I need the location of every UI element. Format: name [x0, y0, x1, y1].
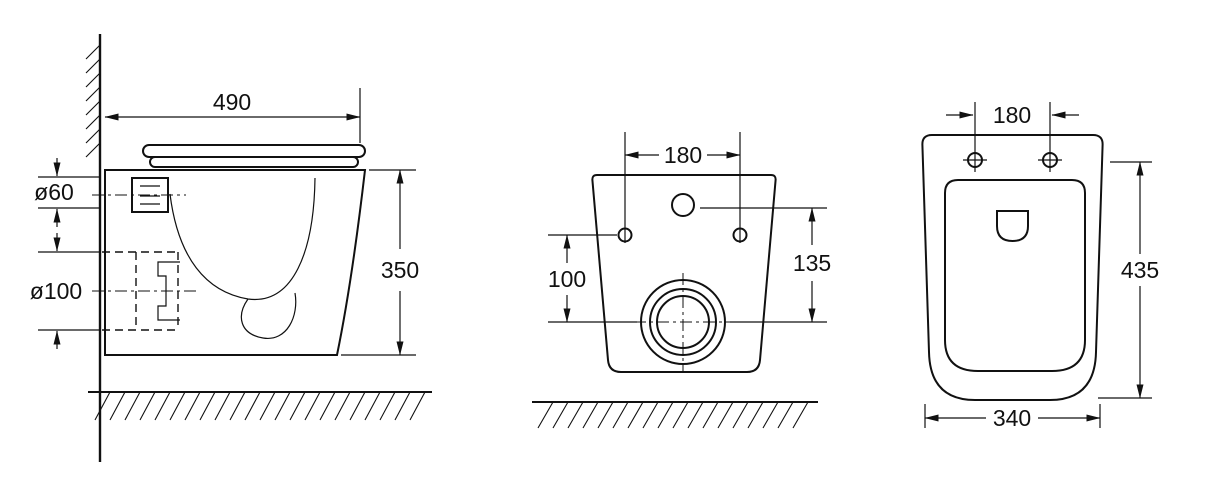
- dimension-top-depth: 435: [1098, 161, 1159, 399]
- front-view: 180 100 135: [532, 132, 831, 429]
- floor-hatch: [94, 391, 426, 421]
- dimension-side-width: 490: [104, 88, 361, 143]
- wall-hatch: [85, 44, 101, 158]
- fixing-hole-right: [732, 227, 748, 243]
- dimension-top-bolt-spacing: 180: [946, 102, 1079, 128]
- side-width-label: 490: [213, 89, 251, 115]
- bolt-extension-lines: [624, 132, 741, 243]
- front-ground-hatch: [537, 401, 809, 429]
- top-outline: [921, 134, 1104, 401]
- fixing-hole-left: [617, 227, 633, 243]
- front-outline: [591, 174, 777, 373]
- drain-centerlines: [634, 273, 732, 371]
- dimension-front-drain-offset: 100: [548, 234, 637, 323]
- dimension-outlet-diameter: ø100: [30, 233, 100, 349]
- top-width-label: 340: [993, 405, 1031, 431]
- toilet-seat: [149, 156, 359, 168]
- front-bolt-spacing-label: 180: [664, 142, 702, 168]
- trap-curve: [240, 292, 297, 339]
- dimension-side-height: 350: [341, 169, 419, 356]
- inlet-spigot-threads: [140, 185, 160, 205]
- dimension-front-bolt-spacing: 180: [624, 142, 741, 168]
- top-depth-label: 435: [1121, 257, 1159, 283]
- toilet-side-profile: [104, 169, 367, 356]
- dimension-inlet-diameter: ø60: [34, 158, 100, 227]
- flush-outlet: [996, 210, 1029, 243]
- dimension-front-bolt-height: 135: [700, 207, 831, 323]
- side-height-label: 350: [381, 257, 419, 283]
- front-bolt-height-label: 135: [793, 250, 831, 276]
- bowl-inner-curve: [169, 177, 316, 300]
- outlet-diameter-label: ø100: [30, 278, 82, 304]
- front-drain-offset-label: 100: [548, 266, 586, 292]
- dimension-top-width: 340: [924, 404, 1101, 431]
- top-view: 180 435 340: [921, 102, 1159, 431]
- side-view: 490 350 ø60 ø100: [30, 34, 432, 462]
- inlet-diameter-label: ø60: [34, 179, 74, 205]
- top-hole-centerlines: [963, 102, 1062, 172]
- top-bolt-spacing-label: 180: [993, 102, 1031, 128]
- seat-rim: [944, 179, 1086, 372]
- toilet-lid: [142, 144, 366, 158]
- drain-circles: [634, 273, 732, 371]
- cistern-hole: [671, 193, 695, 217]
